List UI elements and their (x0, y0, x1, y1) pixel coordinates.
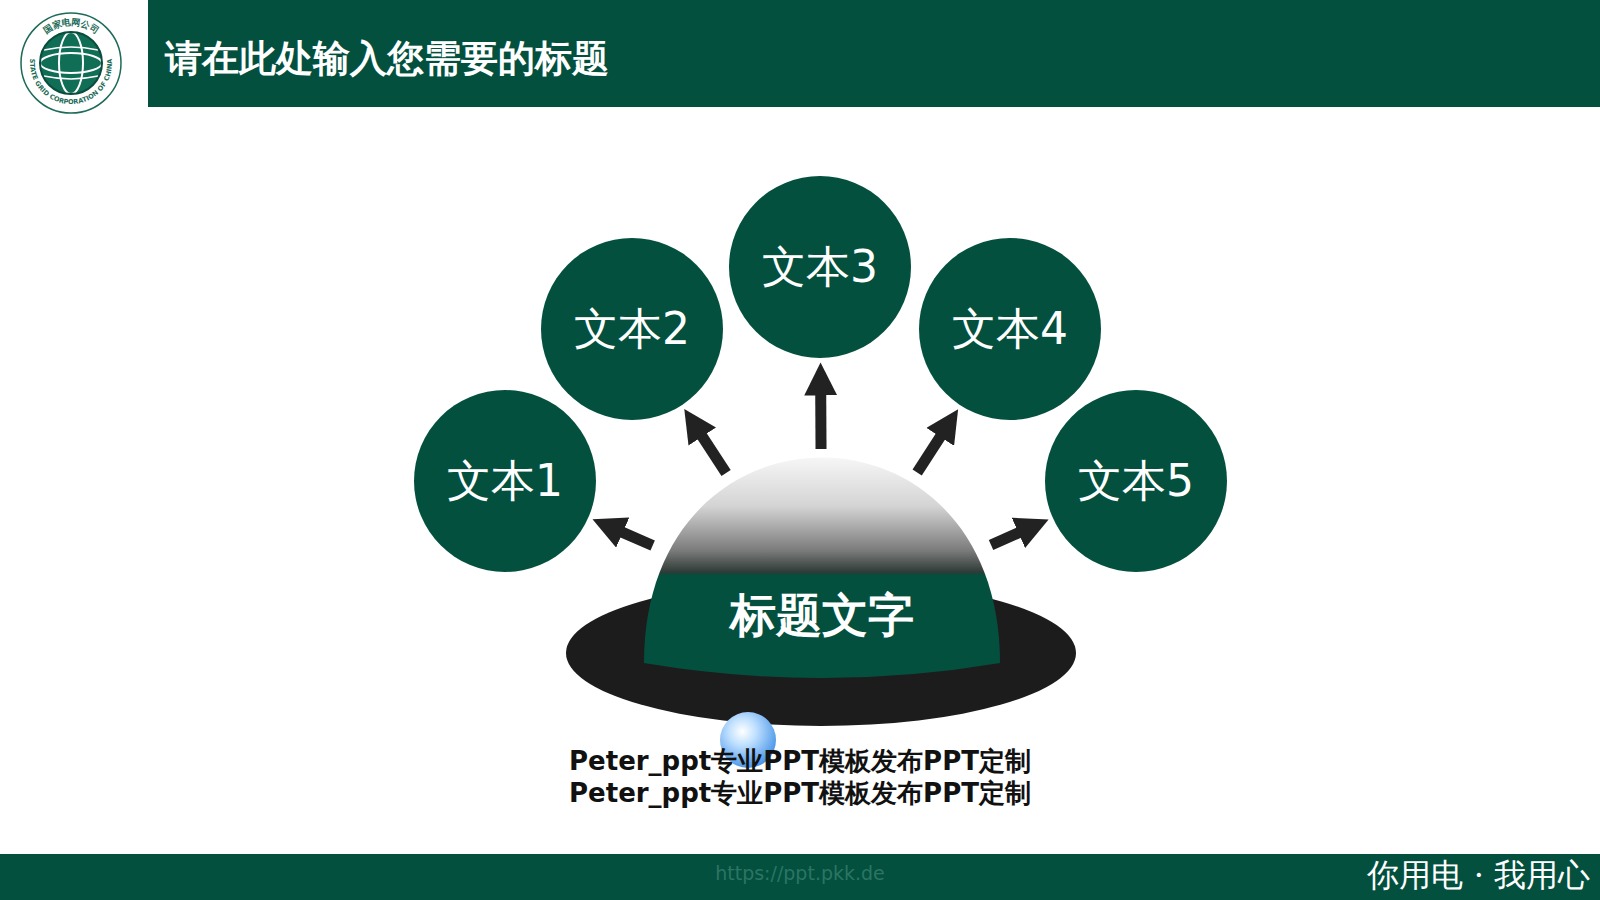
arrow-connector (815, 379, 826, 449)
circle-node: 文本2 (540, 237, 724, 421)
arrow-connector (991, 526, 1033, 545)
dome-fill (644, 458, 1000, 679)
dome-title: 标题文字 (730, 592, 914, 638)
company-logo: 国家电网公司 STATE GRID CORPORATION OF CHINA (21, 13, 121, 113)
logo-chinese-text: 国家电网公司 (42, 17, 101, 36)
circle-fill (919, 238, 1101, 420)
circle-node: 文本5 (1044, 389, 1228, 573)
circle-label: 文本5 (1078, 459, 1194, 503)
circle-node: 文本4 (918, 237, 1102, 421)
watermark-url: https://ppt.pkk.de (715, 862, 885, 884)
arrow-connector (693, 423, 726, 473)
footer-bar (0, 854, 1600, 900)
circle-label: 文本4 (952, 307, 1068, 351)
title-holder: 请在此处输入您需要的标题 (165, 32, 609, 86)
circle-fill (541, 238, 723, 420)
label-holder: Peter_ppt专业PPT模板发布PPT定制 (480, 746, 1120, 777)
circle-label: 文本3 (762, 245, 878, 289)
logo-english-text: STATE GRID CORPORATION OF CHINA (28, 58, 114, 107)
arrow-connector (917, 423, 949, 472)
circle-fill (1045, 390, 1227, 572)
circle-label: 文本2 (574, 307, 690, 351)
dome-node: 标题文字 (644, 459, 1000, 679)
circle-node: 文本1 (413, 389, 597, 573)
label-holder: 你用电 · 我用心 (1230, 856, 1590, 894)
slogan-text: 你用电 · 我用心 (1367, 856, 1590, 894)
circle-fill (414, 390, 596, 572)
slide-title: 请在此处输入您需要的标题 (165, 37, 609, 80)
circle-node: 文本3 (728, 175, 912, 359)
circle-fill (729, 176, 911, 358)
credit-text: Peter_ppt专业PPT模板发布PPT定制 (569, 778, 1031, 808)
dome-shape (644, 459, 1000, 679)
arrow-connector (608, 526, 653, 546)
label-holder: https://ppt.pkk.de (600, 862, 1000, 885)
label-holder: Peter_ppt专业PPT模板发布PPT定制 (480, 778, 1120, 809)
credit-text: Peter_ppt专业PPT模板发布PPT定制 (569, 746, 1031, 776)
title-bar (148, 0, 1600, 107)
circle-label: 文本1 (447, 459, 563, 503)
